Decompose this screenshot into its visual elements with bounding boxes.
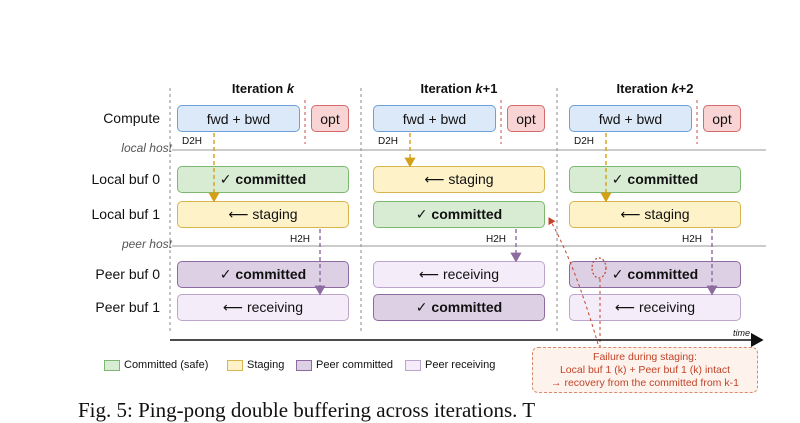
callout-line-1: Failure during staging: — [593, 351, 697, 363]
legend-swatch-committed — [104, 359, 120, 371]
legend-swatch-peer-receiving — [405, 359, 421, 371]
legend-staging: Staging — [227, 359, 284, 371]
host-label-peer: peer host — [121, 237, 172, 251]
compute-box-iter-k: fwd + bwd — [177, 105, 300, 132]
local-buf-1-iter-k: ⟵ staging — [177, 201, 349, 228]
legend-swatch-staging — [227, 359, 243, 371]
local-buf-0-iter-k-plus-2: ✓ committed — [569, 166, 741, 193]
opt-box-iter-k-plus-2: opt — [703, 105, 741, 132]
legend-peer-receiving: Peer receiving — [405, 359, 495, 371]
compute-box-iter-k-plus-2: fwd + bwd — [569, 105, 692, 132]
legend-committed: Committed (safe) — [104, 359, 208, 371]
host-label-local: local host — [121, 141, 172, 155]
iteration-header-k-plus-1: Iteration k+1 — [420, 81, 498, 96]
legend-label-peer-committed: Peer committed — [316, 359, 394, 371]
local-buf-1-iter-k-plus-2: ⟵ staging — [569, 201, 741, 228]
legend-peer-committed: Peer committed — [296, 359, 393, 371]
h2h-label-iter-k: H2H — [290, 234, 311, 245]
legend-swatch-peer-committed — [296, 359, 312, 371]
row-label-compute: Compute — [103, 110, 160, 126]
iteration-header-k-plus-2: Iteration k+2 — [616, 81, 694, 96]
peer-buf-1-iter-k: ⟵ receiving — [177, 294, 349, 321]
callout-line-2: Local buf 1 (k) + Peer buf 1 (k) intact — [559, 364, 731, 376]
local-buf-0-iter-k: ✓ committed — [177, 166, 349, 193]
time-axis-label: time — [733, 328, 751, 338]
opt-box-iter-k-plus-1: opt — [507, 105, 545, 132]
d2h-label-iter-k: D2H — [182, 136, 203, 147]
h2h-label-iter-k-plus-1: H2H — [486, 234, 507, 245]
recovery-arrow — [548, 217, 599, 345]
opt-box-iter-k: opt — [311, 105, 349, 132]
row-label-local-buf-1: Local buf 1 — [91, 206, 161, 222]
d2h-label-iter-k-plus-1: D2H — [378, 136, 399, 147]
peer-buf-1-iter-k-plus-1: ✓ committed — [373, 294, 545, 321]
row-label-peer-buf-1: Peer buf 1 — [95, 299, 160, 315]
figure-caption: Fig. 5: Ping-pong double buffering acros… — [78, 398, 536, 422]
legend-label-staging: Staging — [247, 359, 285, 371]
d2h-label-iter-k-plus-2: D2H — [574, 136, 595, 147]
legend-label-committed: Committed (safe) — [124, 359, 209, 371]
failure-marker — [591, 257, 607, 279]
iteration-header-k: Iteration k — [231, 81, 295, 96]
row-label-local-buf-0: Local buf 0 — [91, 171, 161, 187]
local-buf-0-iter-k-plus-1: ⟵ staging — [373, 166, 545, 193]
row-label-peer-buf-0: Peer buf 0 — [95, 266, 160, 282]
peer-buf-0-iter-k-plus-1: ⟵ receiving — [373, 261, 545, 288]
peer-buf-1-iter-k-plus-2: ⟵ receiving — [569, 294, 741, 321]
local-buf-1-iter-k-plus-1: ✓ committed — [373, 201, 545, 228]
failure-callout: Failure during staging: Local buf 1 (k) … — [532, 347, 758, 393]
callout-line-3: → recovery from the committed from k-1 — [551, 377, 739, 389]
compute-box-iter-k-plus-1: fwd + bwd — [373, 105, 496, 132]
legend-label-peer-receiving: Peer receiving — [425, 359, 496, 371]
h2h-label-iter-k-plus-2: H2H — [682, 234, 703, 245]
